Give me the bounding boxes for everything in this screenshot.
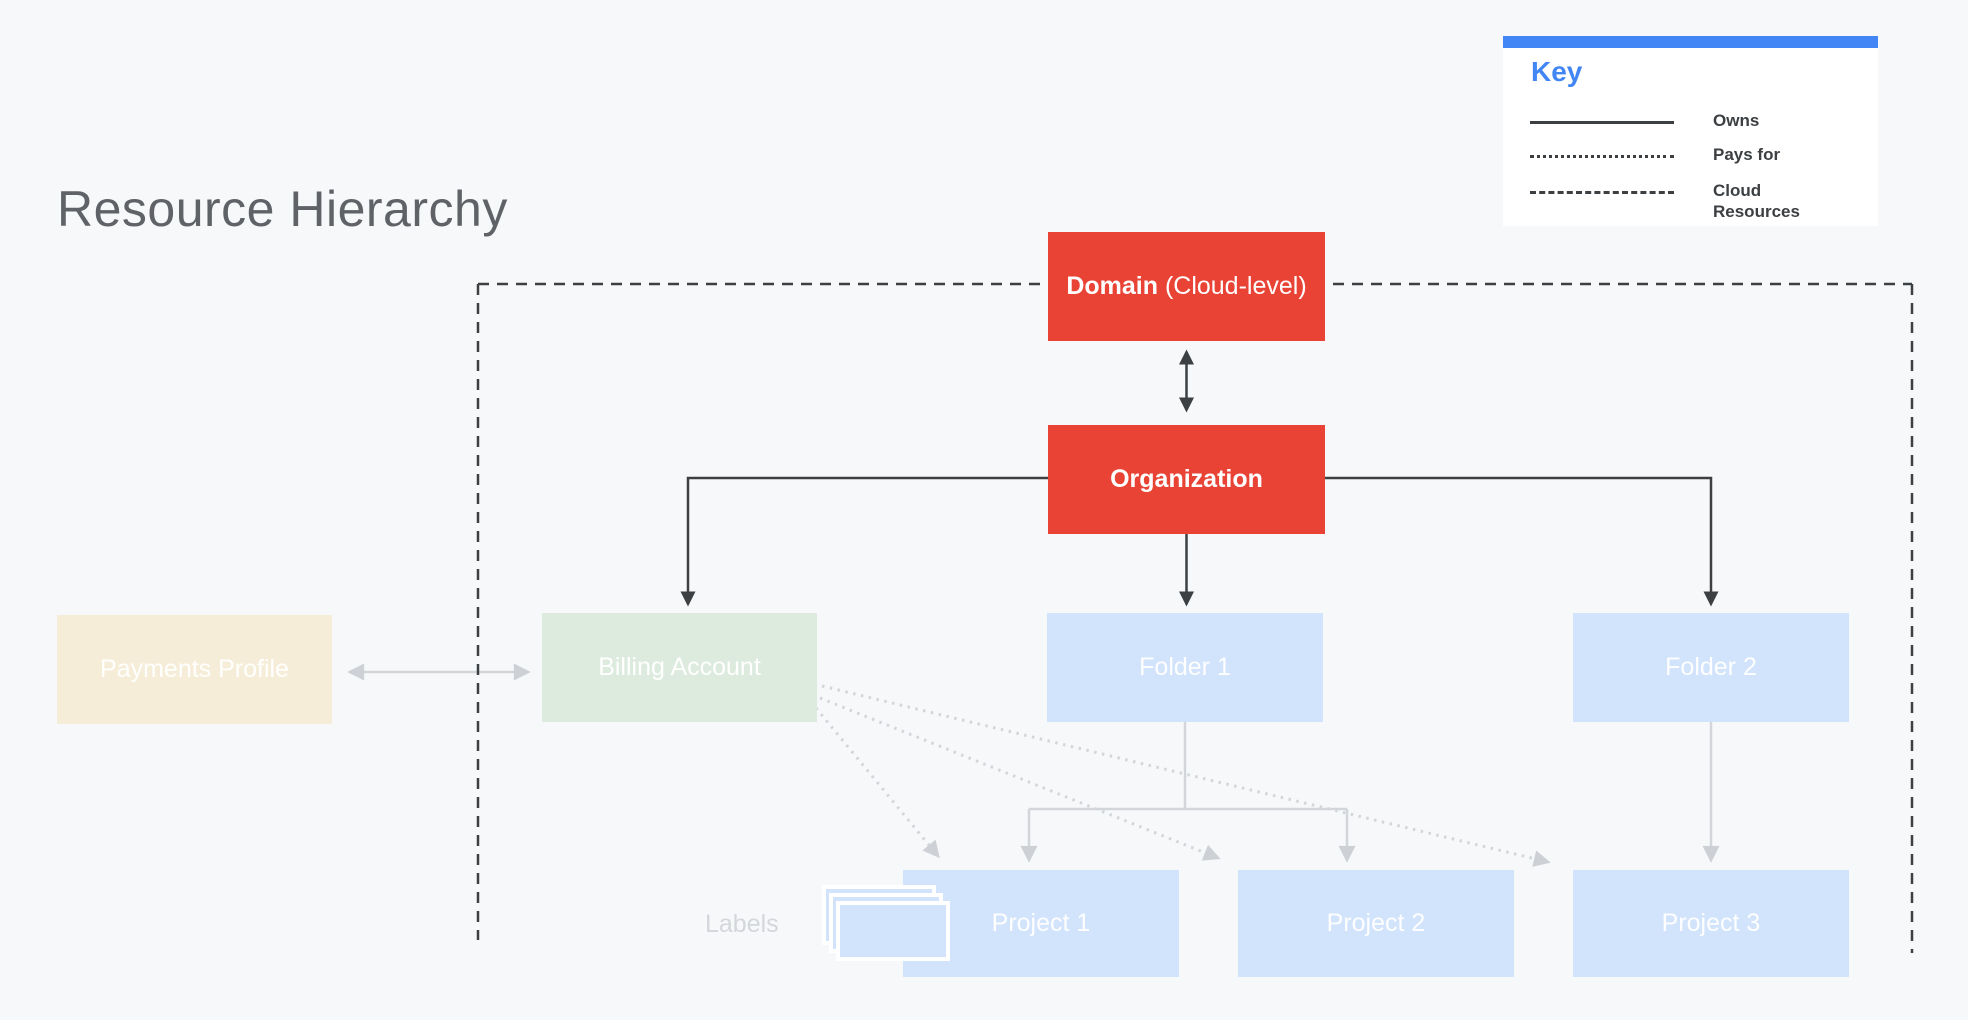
folder-1-label: Folder 1 bbox=[1139, 653, 1231, 681]
organization-label: Organization bbox=[1110, 465, 1263, 493]
legend-body: Key Owns Pays for Cloud Resources bbox=[1503, 48, 1878, 226]
legend-dotted-line-sample bbox=[1530, 155, 1674, 158]
organization-to-folder2-arrow bbox=[1325, 476, 1719, 607]
project-1-label: Project 1 bbox=[991, 909, 1091, 937]
node-organization: Organization bbox=[1048, 425, 1325, 534]
folder1-branch bbox=[1029, 722, 1347, 811]
page-title: Resource Hierarchy bbox=[57, 181, 508, 237]
project-2-label: Project 2 bbox=[1326, 909, 1426, 937]
labels-caption: Labels bbox=[705, 910, 779, 938]
legend-top-bar bbox=[1503, 36, 1878, 48]
node-domain: Domain (Cloud-level) bbox=[1048, 232, 1325, 341]
node-project-2: Project 2 bbox=[1238, 870, 1514, 977]
legend-label-pays-for: Pays for bbox=[1713, 145, 1781, 164]
labels-stacked-cards-icon bbox=[822, 885, 950, 961]
organization-to-billing-arrow bbox=[680, 476, 1048, 607]
legend-label-cloud-resources: Cloud Resources bbox=[1713, 181, 1800, 222]
payments-profile-label: Payments Profile bbox=[100, 655, 289, 683]
billing-pays-project2-dotted bbox=[819, 696, 1221, 861]
node-folder-2: Folder 2 bbox=[1573, 613, 1849, 722]
node-project-3: Project 3 bbox=[1573, 870, 1849, 977]
domain-label-bold: Domain bbox=[1066, 272, 1158, 300]
legend-dashed-line-sample bbox=[1530, 191, 1674, 194]
legend-label-owns: Owns bbox=[1713, 111, 1760, 130]
domain-label-suffix: (Cloud-level) bbox=[1158, 272, 1307, 300]
folder-2-label: Folder 2 bbox=[1665, 653, 1757, 681]
project-3-label: Project 3 bbox=[1661, 909, 1761, 937]
legend-solid-line-sample bbox=[1530, 121, 1674, 124]
legend-key-box: Key Owns Pays for Cloud Resources bbox=[1503, 36, 1878, 226]
billing-account-label: Billing Account bbox=[598, 653, 761, 681]
node-billing-account: Billing Account bbox=[542, 613, 817, 722]
legend-heading: Key bbox=[1531, 56, 1583, 87]
node-folder-1: Folder 1 bbox=[1047, 613, 1323, 722]
billing-pays-project1-dotted bbox=[814, 707, 940, 859]
label-card-front bbox=[836, 901, 950, 961]
node-payments-profile: Payments Profile bbox=[57, 615, 332, 724]
